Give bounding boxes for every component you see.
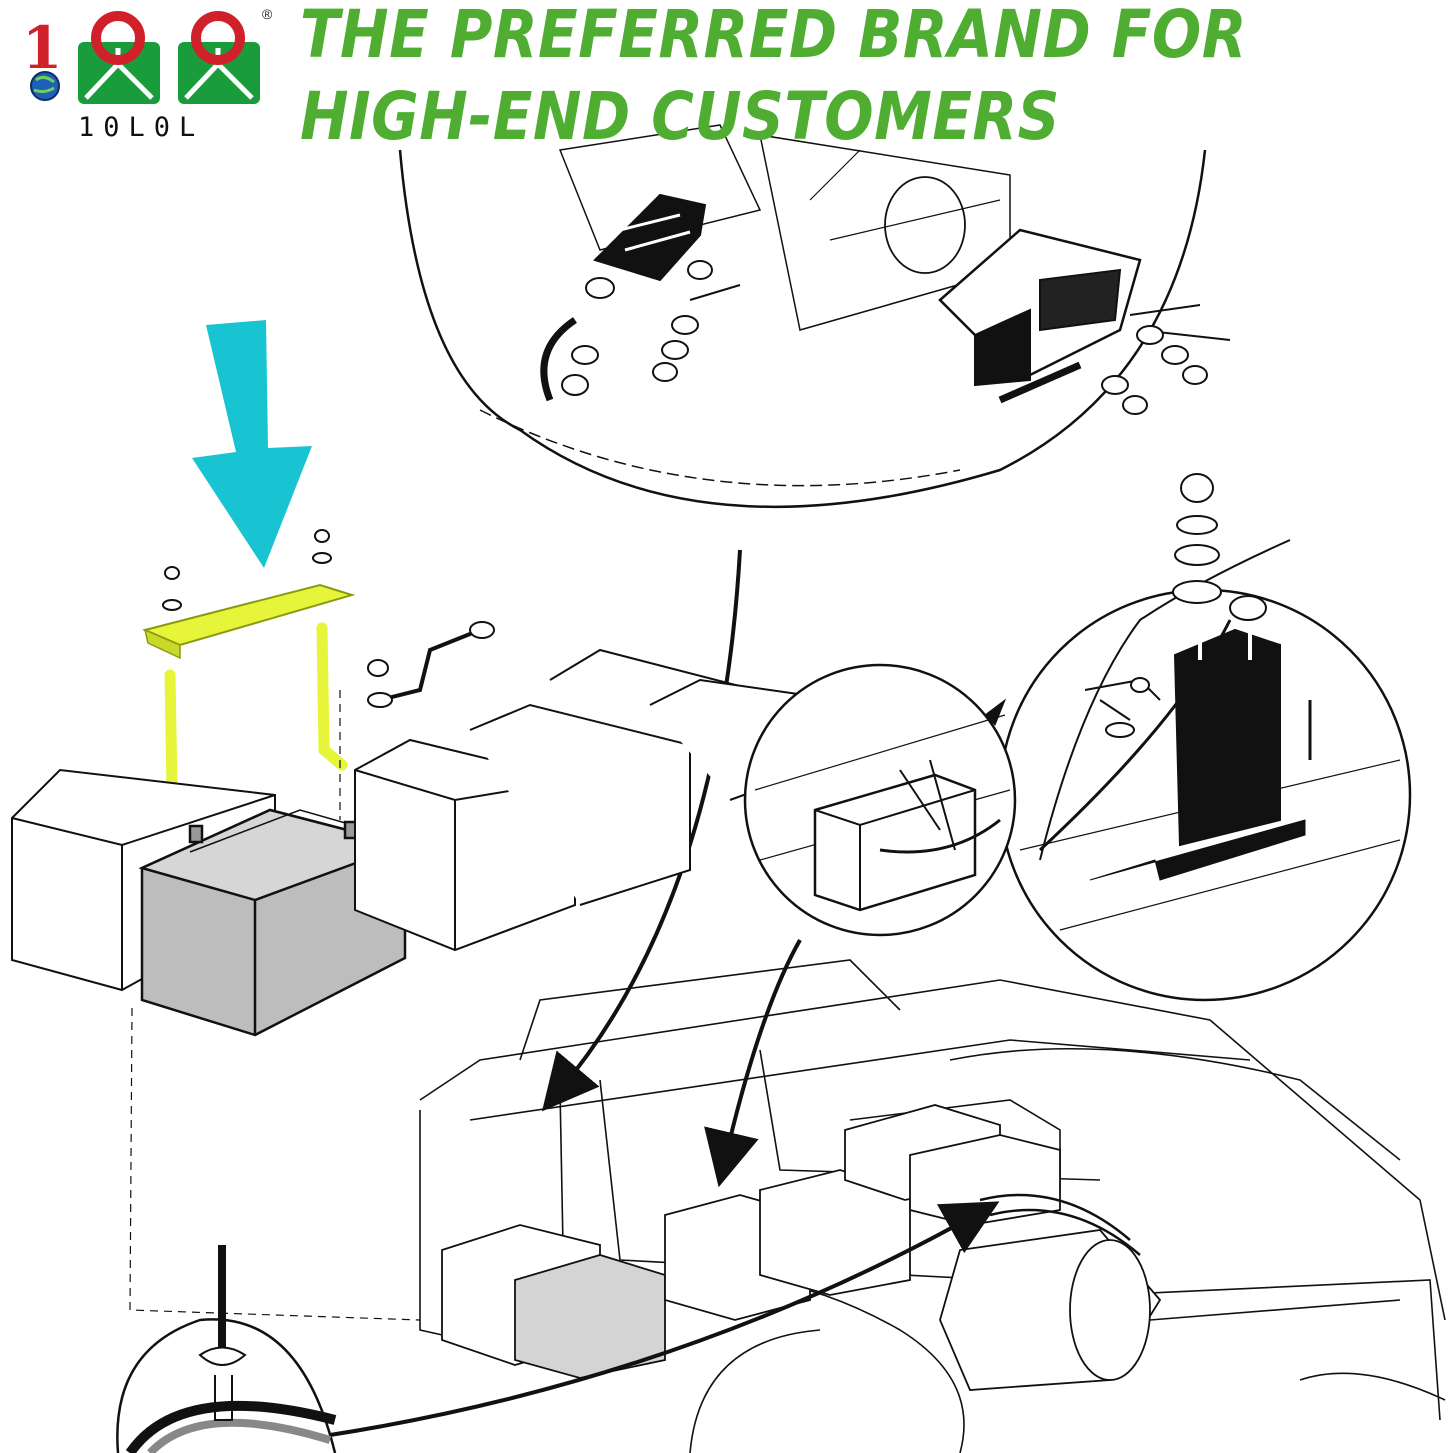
logo-tile-left bbox=[78, 11, 160, 104]
zoom-circle-top bbox=[398, 124, 1231, 508]
zoom-circle-right bbox=[998, 539, 1412, 1002]
battery-cable-jumper bbox=[367, 621, 495, 708]
solenoid-stack-hardware bbox=[1105, 473, 1267, 738]
logo-tile-right bbox=[178, 11, 260, 104]
brand-logo: 1 bbox=[22, 11, 260, 104]
cart-batteries bbox=[441, 1104, 1061, 1379]
pointer-line-middle bbox=[704, 939, 802, 1188]
hardware-nuts-top bbox=[561, 260, 1208, 415]
down-arrow-icon bbox=[192, 320, 312, 568]
headline: THE PREFERRED BRAND FOR HIGH-END CUSTOME… bbox=[300, 0, 1247, 155]
zoom-circle-bottom-left bbox=[116, 1245, 337, 1453]
golf-cart-frame bbox=[419, 959, 1446, 1453]
pointer-line-bottom bbox=[329, 1201, 1000, 1437]
registered-mark: ® bbox=[262, 6, 273, 22]
cart-motor bbox=[939, 1193, 1162, 1391]
logo-digit-one: 1 bbox=[22, 14, 62, 82]
logo-wordmark: 10L0L bbox=[78, 112, 205, 143]
battery-hold-down-bracket bbox=[141, 529, 356, 818]
battery-highlighted-gray bbox=[138, 808, 410, 1037]
leader-lines bbox=[129, 690, 421, 1321]
zoom-circle-middle bbox=[743, 663, 1017, 937]
